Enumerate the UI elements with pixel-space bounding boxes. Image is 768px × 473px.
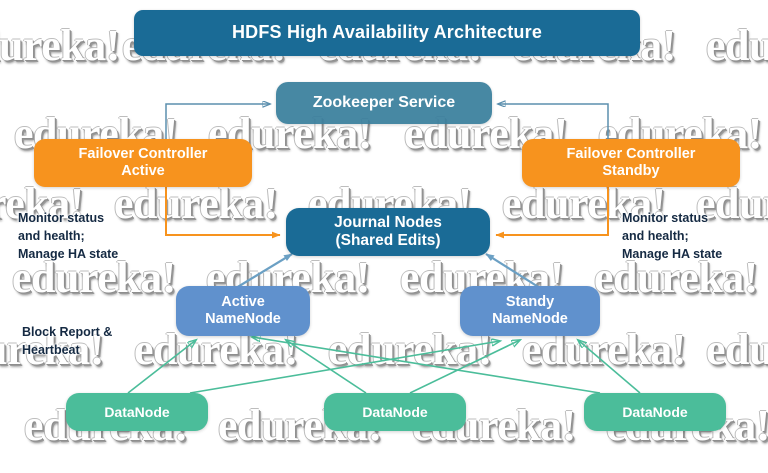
arrow-datanode1-to-active-namenode (127, 340, 196, 394)
standby-namenode-label: Standy NameNode (492, 294, 568, 328)
node-active-namenode[interactable]: Active NameNode (176, 286, 310, 336)
failover-standby-line1: Failover Controller (566, 145, 696, 162)
arrow-active-namenode-to-journal (235, 253, 293, 289)
active-namenode-line2: NameNode (205, 311, 281, 327)
active-namenode-line1: Active (221, 293, 265, 310)
arrow-datanode3-to-standby-namenode (578, 340, 641, 394)
node-zookeeper-service[interactable]: Zookeeper Service (276, 82, 492, 124)
arrow-standby-namenode-to-journal (485, 253, 541, 289)
arrow-datanode1-to-standby-namenode (189, 341, 500, 394)
arrow-datanode2-to-standby-namenode (409, 340, 520, 394)
node-standby-namenode[interactable]: Standy NameNode (460, 286, 600, 336)
annotation-monitor-left: Monitor status and health; Manage HA sta… (18, 211, 119, 261)
journal-line2: (Shared Edits) (335, 232, 441, 249)
datanode-3-label: DataNode (622, 403, 688, 420)
arrow-fc-active-to-journal (165, 187, 281, 239)
watermark-text: edureka! (706, 325, 768, 374)
node-datanode-1[interactable]: DataNode (66, 393, 208, 431)
arrow-fc-active-to-zookeeper (165, 104, 270, 139)
arrow-datanode2-to-active-namenode (286, 340, 367, 394)
standby-namenode-line2: NameNode (492, 311, 568, 327)
watermark-text: edureka! (706, 21, 768, 70)
active-namenode-label: Active NameNode (205, 294, 281, 328)
datanode-1-label: DataNode (104, 403, 170, 420)
annotation-block-report: Block Report & Heartbeat (22, 325, 113, 357)
journal-line1: Journal Nodes (334, 213, 442, 231)
journal-nodes-label: Journal Nodes (Shared Edits) (334, 214, 442, 251)
node-datanode-3[interactable]: DataNode (584, 393, 726, 431)
failover-standby-label: Failover Controller Standby (567, 146, 696, 180)
node-failover-controller-standby[interactable]: Failover Controller Standby (522, 139, 740, 187)
failover-active-line1: Failover Controller (78, 145, 208, 162)
annotation-monitor-right: Monitor status and health; Manage HA sta… (622, 211, 723, 261)
watermark-text: edureka! (0, 21, 120, 70)
node-journal-nodes[interactable]: Journal Nodes (Shared Edits) (286, 208, 490, 256)
page-title: HDFS High Availability Architecture (134, 10, 640, 56)
datanode-2-label: DataNode (362, 403, 428, 420)
standby-namenode-line1: Standy (505, 293, 555, 310)
arrow-fc-standby-to-zookeeper (498, 104, 609, 139)
failover-active-line2: Active (121, 163, 165, 179)
arrow-fc-standby-to-journal (495, 187, 609, 239)
node-failover-controller-active[interactable]: Failover Controller Active (34, 139, 252, 187)
page-title-label: HDFS High Availability Architecture (231, 22, 543, 43)
arrow-datanode3-to-active-namenode (252, 337, 601, 394)
node-datanode-2[interactable]: DataNode (324, 393, 466, 431)
failover-standby-line2: Standby (602, 163, 660, 179)
failover-active-label: Failover Controller Active (79, 146, 208, 180)
zookeeper-label: Zookeeper Service (312, 93, 456, 111)
